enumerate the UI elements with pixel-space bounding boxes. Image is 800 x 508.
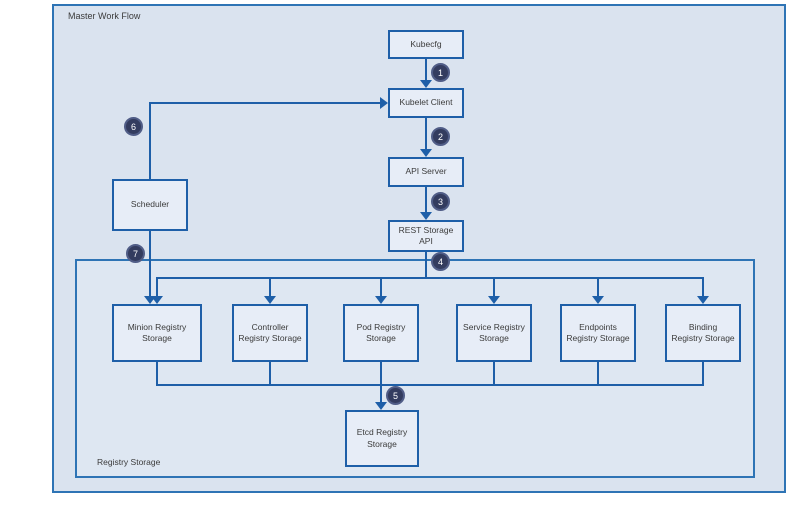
node-minion-registry-storage: Minion Registry Storage [112, 304, 202, 362]
drop-minion-arrowhead [151, 296, 163, 304]
edge-scheduler-kubelet-arrowhead [380, 97, 388, 109]
riser-binding-line [702, 362, 704, 386]
registry-storage-title: Registry Storage [97, 457, 161, 467]
step-badge-7: 7 [126, 244, 145, 263]
edge-kubelet-api-line [425, 118, 427, 149]
drop-pod-line [380, 277, 382, 297]
node-kubelet-client: Kubelet Client [388, 88, 464, 118]
distribution-line [156, 277, 704, 279]
node-kubecfg: Kubecfg [388, 30, 464, 59]
drop-controller-line [269, 277, 271, 297]
riser-endpoints-line [597, 362, 599, 386]
node-endpoints-registry-storage: Endpoints Registry Storage [560, 304, 636, 362]
edge-pod-etcd-arrowhead [375, 402, 387, 410]
step-badge-1: 1 [431, 63, 450, 82]
collector-line [156, 384, 704, 386]
edge-scheduler-kubelet-hline [149, 102, 380, 104]
drop-binding-line [702, 277, 704, 297]
node-pod-registry-storage: Pod Registry Storage [343, 304, 419, 362]
edge-scheduler-minion-arrowhead [144, 296, 156, 304]
step-badge-5: 5 [386, 386, 405, 405]
drop-pod-arrowhead [375, 296, 387, 304]
node-controller-registry-storage: Controller Registry Storage [232, 304, 308, 362]
edge-pod-etcd-line [380, 362, 382, 402]
drop-service-line [493, 277, 495, 297]
edge-rest-distribution-line [425, 252, 427, 279]
step-badge-6: 6 [124, 117, 143, 136]
drop-binding-arrowhead [697, 296, 709, 304]
drop-minion-line [156, 277, 158, 297]
riser-minion-line [156, 362, 158, 386]
edge-kubecfg-kubelet-line [425, 59, 427, 81]
drop-service-arrowhead [488, 296, 500, 304]
node-service-registry-storage: Service Registry Storage [456, 304, 532, 362]
drop-endpoints-arrowhead [592, 296, 604, 304]
edge-kubecfg-kubelet-arrowhead [420, 80, 432, 88]
edge-api-rest-arrowhead [420, 212, 432, 220]
node-api-server: API Server [388, 157, 464, 187]
drop-controller-arrowhead [264, 296, 276, 304]
riser-service-line [493, 362, 495, 386]
node-binding-registry-storage: Binding Registry Storage [665, 304, 741, 362]
step-badge-2: 2 [431, 127, 450, 146]
node-rest-storage-api: REST Storage API [388, 220, 464, 252]
edge-api-rest-line [425, 187, 427, 212]
step-badge-3: 3 [431, 192, 450, 211]
master-workflow-title: Master Work Flow [68, 11, 141, 21]
edge-scheduler-kubelet-vline [149, 103, 151, 179]
node-etcd-registry-storage: Etcd Registry Storage [345, 410, 419, 467]
riser-controller-line [269, 362, 271, 386]
drop-endpoints-line [597, 277, 599, 297]
node-scheduler: Scheduler [112, 179, 188, 231]
edge-kubelet-api-arrowhead [420, 149, 432, 157]
edge-scheduler-minion-line [149, 231, 151, 297]
step-badge-4: 4 [431, 252, 450, 271]
